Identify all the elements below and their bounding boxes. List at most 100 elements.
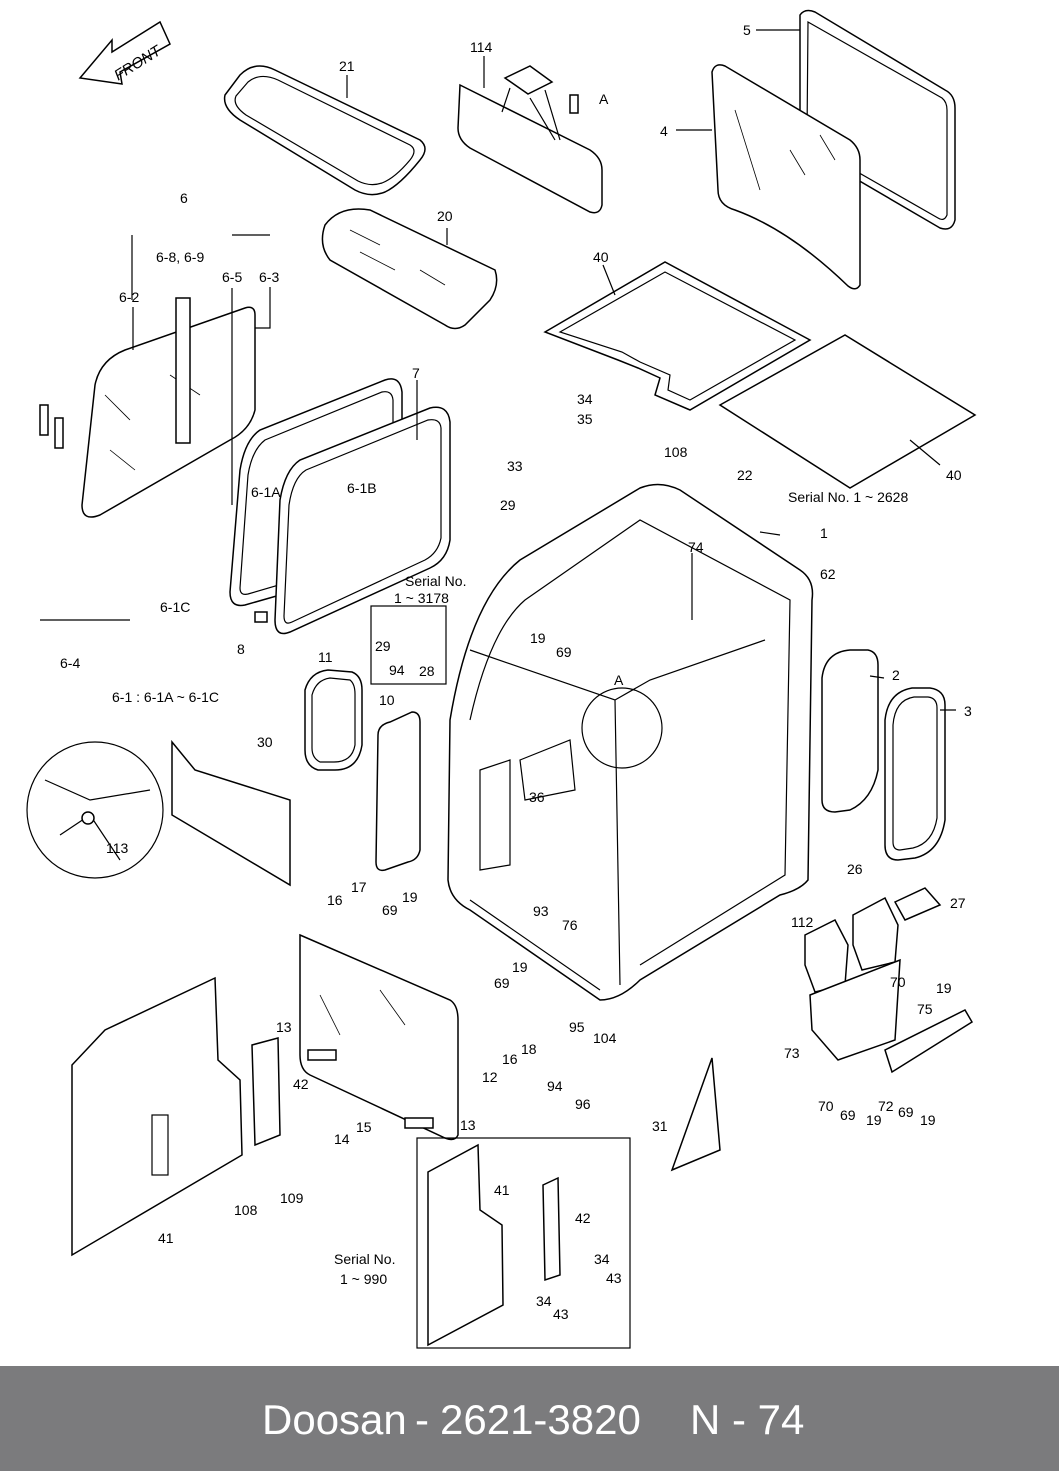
part-label: 19 <box>530 630 546 646</box>
exploded-parts-diagram: FRONT <box>26 9 977 1349</box>
part-label: 94 <box>547 1078 563 1094</box>
part-label: 6-3 <box>259 269 279 285</box>
part-42-plate <box>251 1037 281 1147</box>
part-label: 69 <box>840 1107 856 1123</box>
part-72-duct <box>809 958 901 1061</box>
notes: 6-1 : 6-1A ~ 6-1C Serial No. 1 ~ 2628 Se… <box>112 489 908 1287</box>
part-label: 28 <box>419 663 435 679</box>
part-label: A <box>599 91 609 107</box>
part-6-2-door-glass <box>81 297 256 518</box>
part-label: 95 <box>569 1019 585 1035</box>
part-label: 73 <box>784 1045 800 1061</box>
part-label: 6-1B <box>347 480 377 496</box>
part-13-stopper <box>307 1049 337 1061</box>
part-label: 108 <box>664 444 688 460</box>
part-40-floor-plate <box>718 334 977 489</box>
part-label: 19 <box>402 889 418 905</box>
part-31-bracket <box>670 1057 721 1172</box>
part-label: 20 <box>437 208 453 224</box>
part-label: 17 <box>351 879 367 895</box>
serial-bottom-title: Serial No. <box>334 1251 395 1267</box>
part-labels: 1 2 3 4 5 6 6-1A 6-1B 6-1C 6-2 6-3 6-4 6… <box>60 22 972 1322</box>
serial-box-title: Serial No. <box>405 573 466 589</box>
part-30-panel <box>171 739 291 887</box>
part-label: 6 <box>180 190 188 206</box>
part-label: 6-4 <box>60 655 80 671</box>
part-label: 6-2 <box>119 289 139 305</box>
part-label: 42 <box>575 1210 591 1226</box>
part-label: 43 <box>553 1306 569 1322</box>
part-label: 113 <box>106 840 129 856</box>
part-4-rear-glass <box>711 64 861 290</box>
part-label: 69 <box>898 1104 914 1120</box>
part-20-glass <box>321 208 498 330</box>
part-label: 12 <box>482 1069 498 1085</box>
serial-3178-box <box>370 605 447 685</box>
part-label: 69 <box>556 644 572 660</box>
part-label: 5 <box>743 22 751 38</box>
part-label: 6-1C <box>160 599 190 615</box>
part-label: 1 <box>820 525 828 541</box>
part-label: 72 <box>878 1098 894 1114</box>
part-label: 14 <box>334 1131 350 1147</box>
part-label: 42 <box>293 1076 309 1092</box>
part-label: 6-5 <box>222 269 242 285</box>
part-label: 70 <box>890 974 906 990</box>
part-label: 34 <box>536 1293 552 1309</box>
part-label: 96 <box>575 1096 591 1112</box>
part-label: 108 <box>234 1202 258 1218</box>
part-label: 22 <box>737 467 753 483</box>
leader-lines <box>40 29 956 711</box>
part-label: 4 <box>660 123 668 139</box>
part-label: 35 <box>577 411 593 427</box>
part-40-floor-mat <box>543 261 812 411</box>
part-label: 33 <box>507 458 523 474</box>
part-label: 2 <box>892 667 900 683</box>
part-11-seal <box>304 669 363 771</box>
part-label: 15 <box>356 1119 372 1135</box>
part-74-cover <box>884 1009 974 1074</box>
part-label: 18 <box>521 1041 537 1057</box>
part-label: 26 <box>847 861 863 877</box>
part-27-grille <box>893 887 942 921</box>
footer-separator: - <box>415 1396 429 1443</box>
part-21-seal <box>223 65 426 196</box>
part-label: 114 <box>470 39 493 55</box>
part-label: 75 <box>917 1001 933 1017</box>
part-label: 30 <box>257 734 273 750</box>
front-arrow-icon: FRONT <box>78 20 171 85</box>
part-7-window-seal <box>274 406 451 635</box>
footer-page-label: N - 74 <box>690 1396 805 1443</box>
part-label: 27 <box>950 895 966 911</box>
part-label: 13 <box>276 1019 292 1035</box>
part-label: 93 <box>533 903 549 919</box>
part-10-glass <box>375 711 421 872</box>
part-label: 6-8, 6-9 <box>156 249 204 265</box>
part-label: 19 <box>866 1112 882 1128</box>
part-label: 13 <box>460 1117 476 1133</box>
part-label: 40 <box>946 467 962 483</box>
part-label: 19 <box>936 980 952 996</box>
serial-bottom-range: 1 ~ 990 <box>340 1271 387 1287</box>
part-label: 112 <box>791 914 814 930</box>
part-label: 8 <box>237 641 245 657</box>
part-3-side-seal <box>884 687 946 861</box>
part-13-stopper-lower <box>404 1117 434 1129</box>
part-label: 29 <box>375 638 391 654</box>
part-label: 31 <box>652 1118 668 1134</box>
part-113-sunvisor <box>457 65 603 214</box>
part-label: 11 <box>318 649 333 665</box>
part-label: 19 <box>512 959 528 975</box>
serial-box-range: 1 ~ 3178 <box>394 590 449 606</box>
part-label: 16 <box>502 1051 518 1067</box>
part-label: 69 <box>382 902 398 918</box>
footer-bar: Doosan - 2621-3820 N - 74 <box>0 1366 1059 1471</box>
part-label: 94 <box>389 662 405 678</box>
part-label: 70 <box>818 1098 834 1114</box>
part-label: 6-1A <box>251 484 281 500</box>
part-label: 34 <box>594 1251 610 1267</box>
part-label: 3 <box>964 703 972 719</box>
part-label: 62 <box>820 566 836 582</box>
part-label: 36 <box>529 789 545 805</box>
part-label: 34 <box>577 391 593 407</box>
